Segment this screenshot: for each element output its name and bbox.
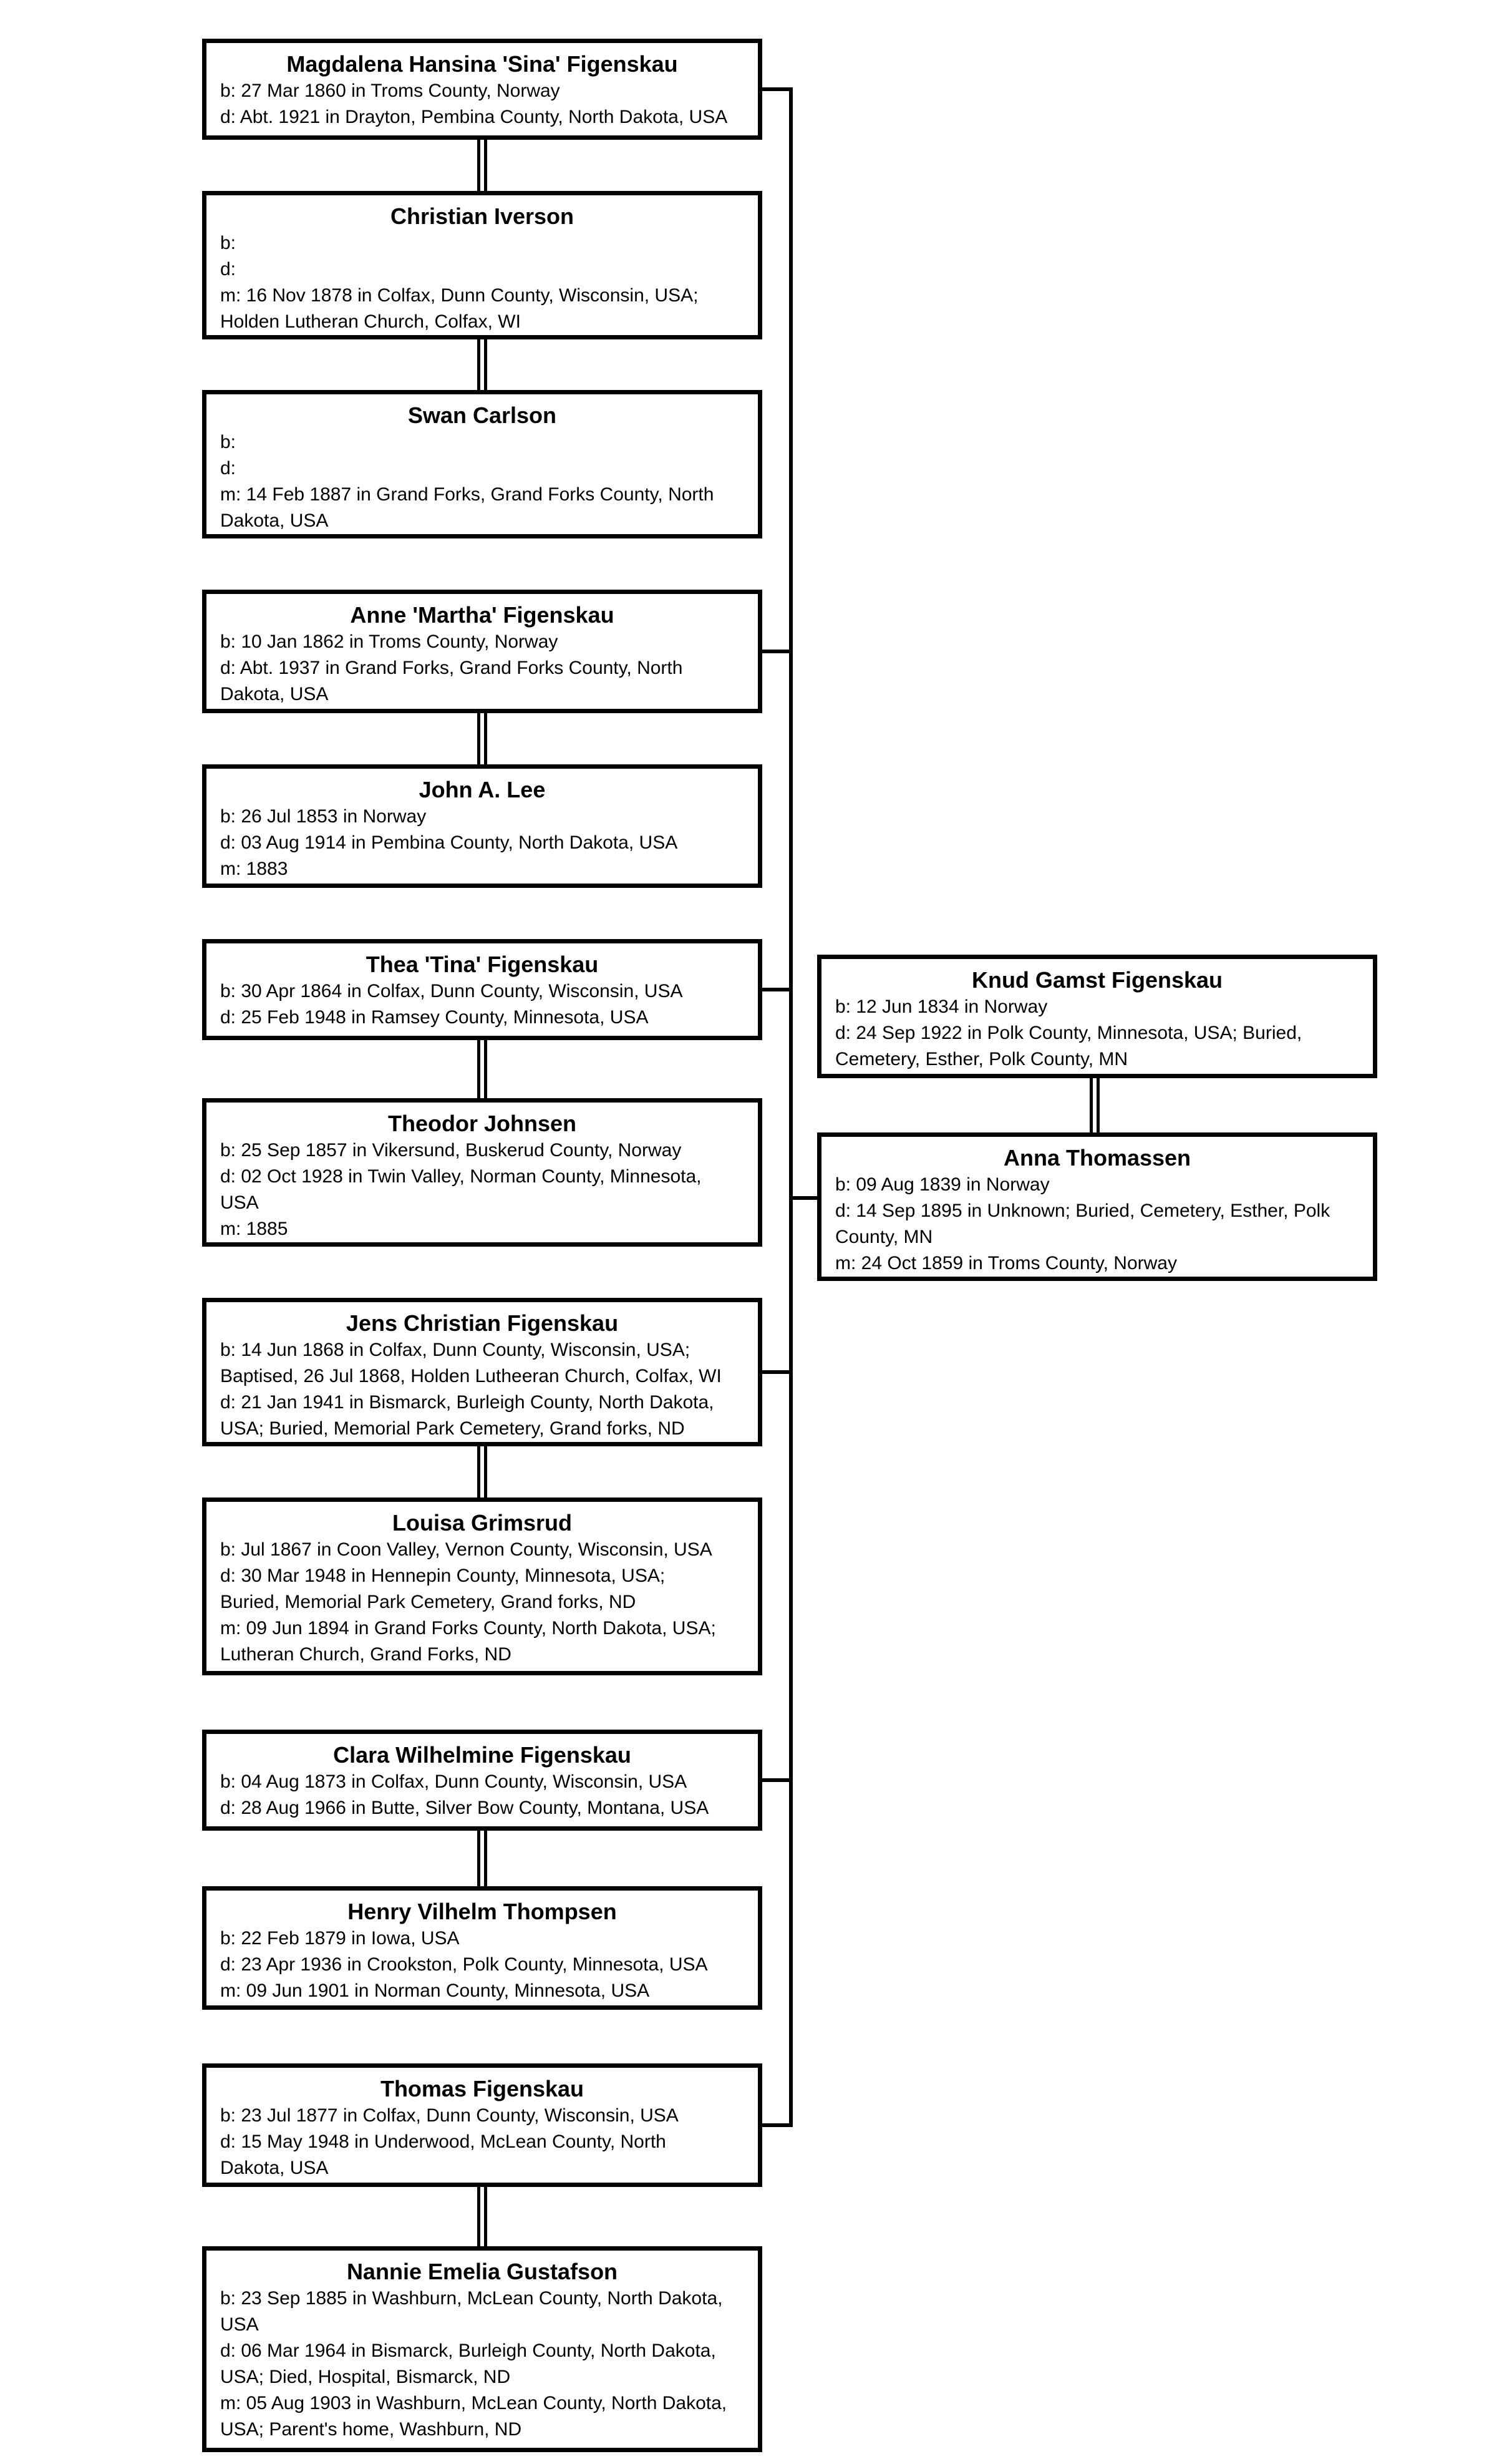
person-box-knud-gamst-figenskau: Knud Gamst Figenskau b: 12 Jun 1834 in N… [817,955,1377,1078]
marriage-line-jens-louisa [477,1446,487,1497]
person-detail-line: b: 14 Jun 1868 in Colfax, Dunn County, W… [220,1340,690,1360]
person-detail-line: d: 03 Aug 1914 in Pembina County, North … [220,832,678,853]
person-name: Swan Carlson [407,402,557,428]
person-name: Knud Gamst Figenskau [971,967,1223,993]
child-connector-magdalena [762,87,793,91]
person-box-henry-vilhelm-thompsen: Henry Vilhelm Thompsen b: 22 Feb 1879 in… [202,1886,762,2010]
person-detail-line: County, MN [835,1227,933,1247]
person-detail-line: Dakota, USA [220,2158,329,2178]
person-detail-line: Dakota, USA [220,510,329,531]
person-name: John A. Lee [419,777,546,802]
person-detail-line: Buried, Memorial Park Cemetery, Grand fo… [220,1592,636,1612]
person-name: Clara Wilhelmine Figenskau [333,1742,631,1768]
descendants-vertical-line [789,87,793,2127]
person-detail-line: d: 24 Sep 1922 in Polk County, Minnesota… [835,1023,1302,1043]
person-box-louisa-grimsrud: Louisa Grimsrud b: Jul 1867 in Coon Vall… [202,1497,762,1675]
parents-connector [789,1196,817,1200]
person-detail-line: d: Abt. 1921 in Drayton, Pembina County,… [220,107,728,127]
child-connector-jens [762,1370,793,1374]
person-detail-line: m: 1885 [220,1219,288,1239]
person-detail-line: USA; Died, Hospital, Bismarck, ND [220,2367,511,2387]
marriage-line-clara-henry [477,1831,487,1886]
person-detail-line: USA [220,2314,259,2335]
person-box-nannie-emelia-gustafson: Nannie Emelia Gustafson b: 23 Sep 1885 i… [202,2246,762,2452]
person-detail-line: USA; Parent's home, Washburn, ND [220,2419,522,2440]
person-name: Theodor Johnsen [387,1111,576,1136]
person-detail-line: b: 22 Feb 1879 in Iowa, USA [220,1928,460,1949]
child-connector-thomas [762,2123,793,2127]
person-detail-line: d: 25 Feb 1948 in Ramsey County, Minneso… [220,1007,649,1028]
person-detail-line: b: 23 Sep 1885 in Washburn, McLean Count… [220,2288,723,2309]
person-detail-line: m: 09 Jun 1894 in Grand Forks County, No… [220,1618,716,1639]
person-detail-line: d: [220,458,236,479]
person-detail-line: Holden Lutheran Church, Colfax, WI [220,311,521,332]
person-detail-line: b: 30 Apr 1864 in Colfax, Dunn County, W… [220,981,683,1001]
person-box-anna-thomassen: Anna Thomassen b: 09 Aug 1839 in Norway … [817,1132,1377,1281]
marriage-line-thomas-nannie [477,2187,487,2246]
person-box-jens-christian-figenskau: Jens Christian Figenskau b: 14 Jun 1868 … [202,1298,762,1446]
child-connector-clara [762,1778,793,1782]
person-detail-line: d: 15 May 1948 in Underwood, McLean Coun… [220,2131,666,2152]
person-box-john-a-lee: John A. Lee b: 26 Jul 1853 in Norway d: … [202,764,762,888]
marriage-line-magdalena-christian [477,140,487,191]
person-detail-line: Dakota, USA [220,684,329,704]
person-name: Jens Christian Figenskau [346,1310,619,1336]
person-box-clara-wilhelmine-figenskau: Clara Wilhelmine Figenskau b: 04 Aug 187… [202,1730,762,1831]
person-detail-line: m: 1883 [220,859,288,879]
person-box-thea-tina-figenskau: Thea 'Tina' Figenskau b: 30 Apr 1864 in … [202,939,762,1040]
person-detail-line: d: [220,259,236,280]
person-detail-line: d: 28 Aug 1966 in Butte, Silver Bow Coun… [220,1798,709,1818]
person-detail-line: m: 16 Nov 1878 in Colfax, Dunn County, W… [220,285,699,306]
person-detail-line: b: 04 Aug 1873 in Colfax, Dunn County, W… [220,1771,687,1792]
child-connector-anne [762,650,793,653]
person-detail-line: m: 24 Oct 1859 in Troms County, Norway [835,1253,1177,1273]
person-detail-line: USA; Buried, Memorial Park Cemetery, Gra… [220,1418,685,1439]
person-name: Magdalena Hansina 'Sina' Figenskau [286,51,678,77]
marriage-line-thea-theodor [477,1040,487,1098]
person-name: Christian Iverson [390,203,574,229]
marriage-line-magdalena-swan [477,339,487,390]
person-detail-line: Cemetery, Esther, Polk County, MN [835,1049,1128,1069]
person-box-magdalena-figenskau: Magdalena Hansina 'Sina' Figenskau b: 27… [202,39,762,140]
person-name: Thomas Figenskau [380,2076,584,2101]
person-name: Louisa Grimsrud [392,1510,573,1536]
person-detail-line: b: 26 Jul 1853 in Norway [220,806,427,827]
person-detail-line: d: 21 Jan 1941 in Bismarck, Burleigh Cou… [220,1392,714,1413]
person-box-swan-carlson: Swan Carlson b: d: m: 14 Feb 1887 in Gra… [202,390,762,538]
person-detail-line: Lutheran Church, Grand Forks, ND [220,1644,511,1665]
person-detail-line: b: 23 Jul 1877 in Colfax, Dunn County, W… [220,2105,679,2126]
marriage-line-anne-john [477,713,487,764]
marriage-line-knud-anna [1090,1078,1100,1132]
person-name: Anna Thomassen [1003,1145,1191,1171]
person-detail-line: b: [220,233,236,253]
child-connector-thea [762,988,793,991]
person-detail-line: d: 23 Apr 1936 in Crookston, Polk County… [220,1954,708,1975]
person-detail-line: b: 27 Mar 1860 in Troms County, Norway [220,80,560,101]
person-detail-line: b: [220,432,236,452]
person-detail-line: d: 30 Mar 1948 in Hennepin County, Minne… [220,1566,666,1586]
person-detail-line: m: 05 Aug 1903 in Washburn, McLean Count… [220,2393,727,2413]
person-detail-line: b: 12 Jun 1834 in Norway [835,996,1048,1017]
person-detail-line: b: 10 Jan 1862 in Troms County, Norway [220,631,558,652]
person-name: Henry Vilhelm Thompsen [347,1899,617,1924]
person-box-thomas-figenskau: Thomas Figenskau b: 23 Jul 1877 in Colfa… [202,2063,762,2187]
person-name: Thea 'Tina' Figenskau [366,952,599,977]
person-detail-line: USA [220,1192,259,1213]
person-detail-line: b: 09 Aug 1839 in Norway [835,1174,1050,1195]
person-detail-line: Baptised, 26 Jul 1868, Holden Lutheeran … [220,1366,722,1386]
person-box-christian-iverson: Christian Iverson b: d: m: 16 Nov 1878 i… [202,191,762,339]
person-detail-line: d: 14 Sep 1895 in Unknown; Buried, Cemet… [835,1200,1330,1221]
person-name: Nannie Emelia Gustafson [346,2259,618,2284]
person-detail-line: m: 14 Feb 1887 in Grand Forks, Grand For… [220,484,714,505]
person-detail-line: m: 09 Jun 1901 in Norman County, Minneso… [220,1980,650,2001]
person-box-theodor-johnsen: Theodor Johnsen b: 25 Sep 1857 in Vikers… [202,1098,762,1247]
person-box-anne-martha-figenskau: Anne 'Martha' Figenskau b: 10 Jan 1862 i… [202,590,762,713]
person-detail-line: d: 06 Mar 1964 in Bismarck, Burleigh Cou… [220,2340,716,2361]
person-detail-line: b: 25 Sep 1857 in Vikersund, Buskerud Co… [220,1140,682,1161]
person-detail-line: b: Jul 1867 in Coon Valley, Vernon Count… [220,1539,712,1560]
person-name: Anne 'Martha' Figenskau [350,602,614,628]
person-detail-line: d: 02 Oct 1928 in Twin Valley, Norman Co… [220,1166,702,1187]
person-detail-line: d: Abt. 1937 in Grand Forks, Grand Forks… [220,658,683,678]
